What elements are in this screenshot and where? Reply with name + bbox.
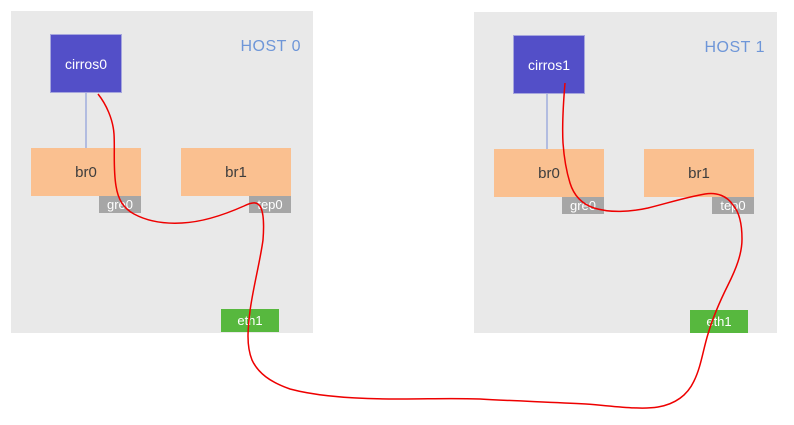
- host-0-port-tep0: tep0: [249, 196, 291, 213]
- host-0-bridge-br1: br1: [181, 148, 291, 196]
- host-0-title: HOST 0: [240, 38, 301, 55]
- host-1-panel: HOST 1 cirros1 br0 br1 gre0 tep0 eth1: [474, 12, 777, 333]
- host-0-panel: HOST 0 cirros0 br0 br1 gre0 tep0 eth1: [11, 11, 313, 333]
- vm-cirros0-box: cirros0: [50, 34, 122, 93]
- host-0-bridge-br0: br0: [31, 148, 141, 196]
- host-1-port-gre0: gre0: [562, 197, 604, 214]
- host-0-nic-eth1: eth1: [221, 309, 279, 332]
- host-0-port-gre0: gre0: [99, 196, 141, 213]
- host-1-nic-eth1: eth1: [690, 310, 748, 333]
- host-1-bridge-br0: br0: [494, 149, 604, 197]
- host-1-port-tep0: tep0: [712, 197, 754, 214]
- host-1-bridge-br1: br1: [644, 149, 754, 197]
- host-1-title: HOST 1: [704, 39, 765, 56]
- vm-cirros1-box: cirros1: [513, 35, 585, 94]
